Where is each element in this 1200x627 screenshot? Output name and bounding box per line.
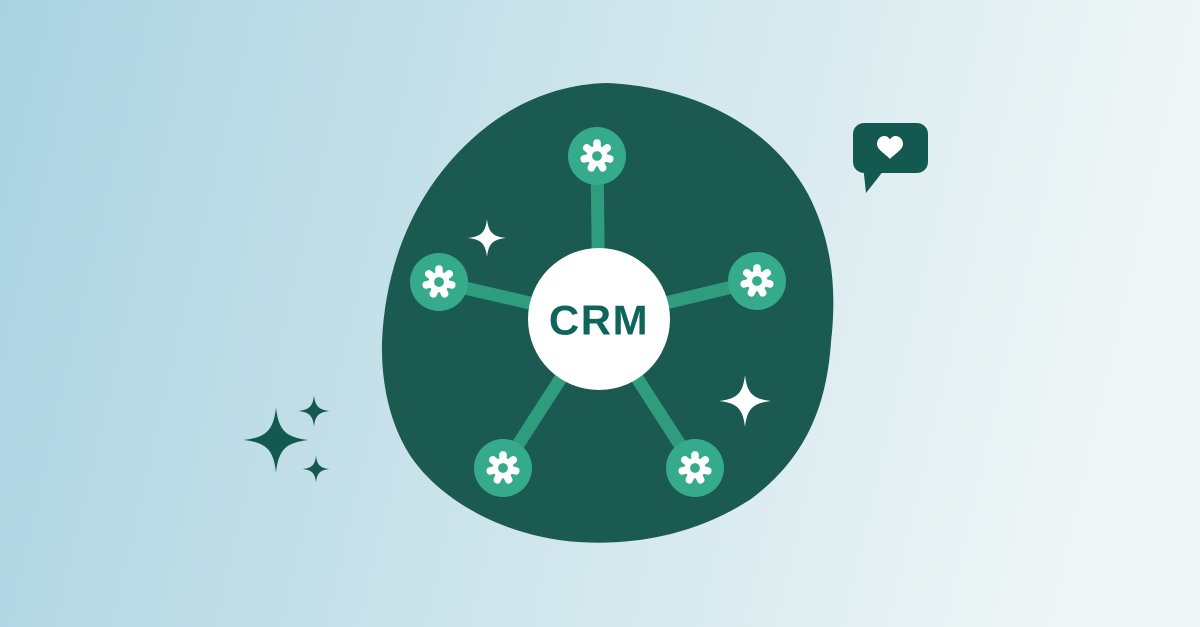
hub-label: CRM [549,297,649,344]
chat-bubble-tail [863,165,888,193]
hub-circle [528,248,670,390]
chat-bubble [853,123,928,193]
nodes [410,127,786,497]
